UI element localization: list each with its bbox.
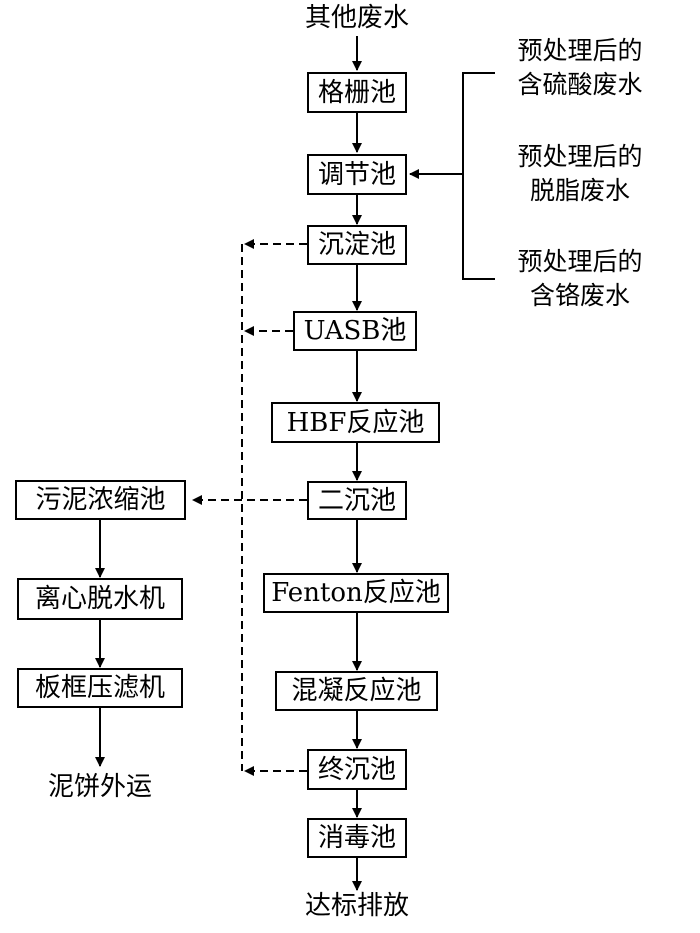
side-input-chromium-line2: 含铬废水: [529, 281, 630, 310]
centrifuge: 离心脱水机: [17, 578, 183, 620]
grid-tank: 格栅池: [307, 72, 407, 113]
side-input-chromium-line1: 预处理后的: [517, 247, 643, 276]
fenton-reactor: Fenton反应池: [263, 573, 449, 613]
regulating-tank-label: 调节池: [317, 159, 396, 190]
side-input-sulfuric: 预处理后的 含硫酸废水: [500, 34, 660, 102]
side-input-degreasing-line2: 脱脂废水: [529, 176, 630, 205]
filter-press-label: 板框压滤机: [34, 673, 165, 703]
uasb-tank-label: UASB池: [303, 316, 407, 346]
centrifuge-label: 离心脱水机: [34, 584, 165, 614]
side-input-degreasing-line1: 预处理后的: [517, 142, 643, 171]
regulating-tank: 调节池: [307, 154, 407, 195]
secondary-clarifier: 二沉池: [307, 481, 407, 520]
side-input-sulfuric-line2: 含硫酸废水: [517, 70, 643, 99]
hbf-reactor: HBF反应池: [271, 402, 440, 443]
hbf-reactor-label: HBF反应池: [286, 407, 425, 438]
side-input-sulfuric-line1: 预处理后的: [517, 36, 643, 65]
sludge-thickener-label: 污泥浓缩池: [35, 485, 166, 515]
sludge-cake-label: 泥饼外运: [47, 772, 152, 802]
final-clarifier-label: 终沉池: [317, 754, 396, 785]
fenton-reactor-label: Fenton反应池: [271, 578, 441, 608]
filter-press: 板框压滤机: [17, 668, 183, 708]
grid-tank-label: 格栅池: [317, 77, 396, 108]
side-input-chromium: 预处理后的 含铬废水: [500, 245, 660, 313]
side-input-bracket: [462, 72, 495, 280]
final-clarifier: 终沉池: [307, 749, 407, 790]
input-wastewater-label: 其他废水: [304, 3, 409, 33]
discharge-label: 达标排放: [304, 891, 409, 921]
coagulation-reactor-label: 混凝反应池: [291, 676, 422, 706]
disinfection-tank-label: 消毒池: [317, 823, 396, 853]
uasb-tank: UASB池: [293, 311, 417, 351]
sedimentation-tank: 沉淀池: [307, 225, 407, 265]
secondary-clarifier-label: 二沉池: [317, 485, 396, 516]
side-input-degreasing: 预处理后的 脱脂废水: [500, 140, 660, 208]
disinfection-tank: 消毒池: [307, 818, 407, 858]
sedimentation-tank-label: 沉淀池: [317, 230, 396, 260]
coagulation-reactor: 混凝反应池: [275, 671, 438, 711]
sludge-thickener: 污泥浓缩池: [15, 480, 186, 520]
